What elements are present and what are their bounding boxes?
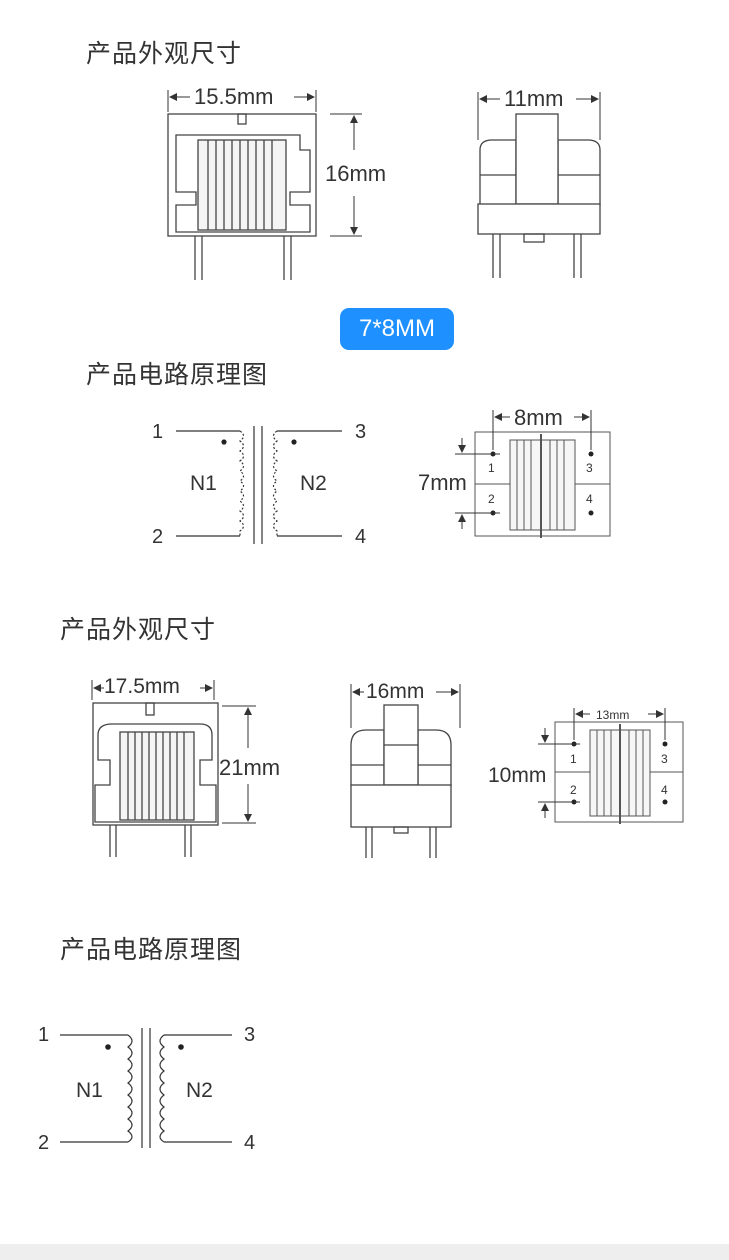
pin2-large: 2 bbox=[38, 1132, 49, 1154]
pin3-small: 3 bbox=[355, 421, 366, 443]
pad-label-4-large: 4 bbox=[661, 783, 668, 797]
pin4-small: 4 bbox=[355, 526, 366, 548]
dot-n2-small bbox=[291, 439, 297, 445]
coil-n2-small: N2 bbox=[300, 472, 327, 495]
dimension-row-large bbox=[538, 728, 580, 818]
front-view-large bbox=[92, 702, 219, 857]
pin1-small: 1 bbox=[152, 421, 163, 443]
bottom-strip bbox=[0, 1244, 729, 1260]
width-label-large: 17.5mm bbox=[104, 675, 180, 698]
pad-label-3-large: 3 bbox=[661, 752, 668, 766]
pad-3-small bbox=[588, 451, 594, 457]
width-label-small: 15.5mm bbox=[194, 84, 273, 109]
dimension-width-small bbox=[167, 90, 317, 112]
size-badge: 7*8MM bbox=[340, 308, 454, 350]
dimension-height-small bbox=[330, 113, 362, 237]
coil-n1-small: N1 bbox=[190, 472, 217, 495]
row-label-small: 7mm bbox=[418, 470, 467, 495]
coil-n2-large: N2 bbox=[186, 1079, 213, 1102]
pin4-large: 4 bbox=[244, 1132, 255, 1154]
bottom-view-small bbox=[474, 431, 611, 538]
section2-heading: 产品电路原理图 bbox=[86, 361, 269, 389]
pad-3-large bbox=[662, 741, 668, 747]
depth-label-small: 11mm bbox=[504, 86, 564, 111]
pitch-label-small: 8mm bbox=[514, 405, 563, 430]
pitch-label-large: 13mm bbox=[596, 708, 629, 722]
pad-4-large bbox=[662, 799, 668, 805]
pin2-small: 2 bbox=[152, 526, 163, 548]
pad-label-4-small: 4 bbox=[586, 492, 593, 506]
pin3-large: 3 bbox=[244, 1024, 255, 1046]
dimension-depth-large bbox=[350, 684, 461, 728]
pad-label-1-small: 1 bbox=[488, 461, 495, 475]
dimension-pitch-large bbox=[573, 708, 666, 740]
section1-heading: 产品外观尺寸 bbox=[86, 40, 243, 68]
side-view-small bbox=[477, 113, 601, 278]
section3-heading: 产品外观尺寸 bbox=[60, 616, 217, 644]
pad-label-1-large: 1 bbox=[570, 752, 577, 766]
bottom-view-large bbox=[554, 721, 684, 824]
front-view-small bbox=[167, 113, 317, 280]
dimension-width-large bbox=[91, 680, 215, 700]
side-view-large bbox=[350, 704, 452, 858]
dot-n1-large bbox=[105, 1044, 111, 1050]
dot-n2-large bbox=[178, 1044, 184, 1050]
dimension-row-small bbox=[455, 438, 500, 529]
pad-label-2-small: 2 bbox=[488, 492, 495, 506]
section4-heading: 产品电路原理图 bbox=[60, 936, 243, 964]
depth-label-large: 16mm bbox=[366, 680, 424, 703]
pad-label-2-large: 2 bbox=[570, 783, 577, 797]
row-label-large: 10mm bbox=[488, 764, 546, 787]
pad-4-small bbox=[588, 510, 594, 516]
dimension-depth-small bbox=[477, 92, 601, 140]
pad-label-3-small: 3 bbox=[586, 461, 593, 475]
dimension-pitch-small bbox=[492, 410, 592, 450]
coil-n1-large: N1 bbox=[76, 1079, 103, 1102]
height-label-small: 16mm bbox=[325, 161, 386, 186]
pin1-large: 1 bbox=[38, 1024, 49, 1046]
dimension-height-large bbox=[222, 705, 256, 824]
dot-n1-small bbox=[221, 439, 227, 445]
schematic-large bbox=[60, 1028, 232, 1148]
height-label-large: 21mm bbox=[219, 755, 280, 780]
schematic-small bbox=[176, 426, 342, 544]
